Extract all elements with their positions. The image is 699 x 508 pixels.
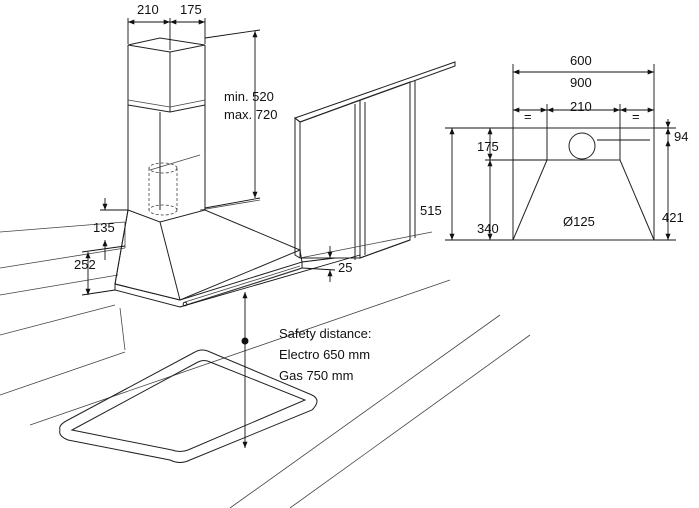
dim-right-height: 421 [662, 210, 684, 225]
dim-chimney: min. 520 max. 720 [204, 29, 277, 209]
safety-distance: Safety distance: Electro 650 mm Gas 750 … [241, 292, 372, 448]
hood-body [114, 209, 303, 308]
dim-top: 210 175 [127, 2, 206, 50]
top-view: 600 900 = 210 = 421 94 515 175 340 Ø125 [420, 53, 688, 241]
dim-252: 252 [74, 245, 126, 296]
dim-width-600: 600 [570, 53, 592, 68]
wall-cabinets [149, 61, 456, 260]
chimney [127, 37, 206, 216]
safety-gas: Gas 750 mm [279, 368, 353, 383]
dim-upper-height: 175 [477, 139, 499, 154]
dim-chimney-overlap: 135 [93, 220, 115, 235]
dim-hood-top-depth: 210 [137, 2, 159, 17]
dim-hood-top-width: 175 [180, 2, 202, 17]
dim-135: 135 [93, 198, 128, 260]
dim-duct-diameter: Ø125 [563, 214, 595, 229]
dim-front-edge: 25 [338, 260, 352, 275]
dim-chimney-max: max. 720 [224, 107, 277, 122]
dim-equal-right: = [632, 109, 640, 124]
safety-title: Safety distance: [279, 326, 372, 341]
safety-electro: Electro 650 mm [279, 347, 370, 362]
worktop-hob [29, 279, 531, 508]
dim-width-900: 900 [570, 75, 592, 90]
dim-duct-width: 210 [570, 99, 592, 114]
dim-hood-height: 252 [74, 257, 96, 272]
perspective-view: 210 175 min. 520 max. 720 135 252 [0, 2, 531, 508]
dim-25: 25 [179, 246, 361, 308]
dim-top-offset: 94 [674, 129, 688, 144]
dim-chimney-min: min. 520 [224, 89, 274, 104]
dim-equal-left: = [524, 109, 532, 124]
dim-lower-height: 340 [477, 221, 499, 236]
dim-total-height: 515 [420, 203, 442, 218]
wall-lines [0, 199, 261, 396]
